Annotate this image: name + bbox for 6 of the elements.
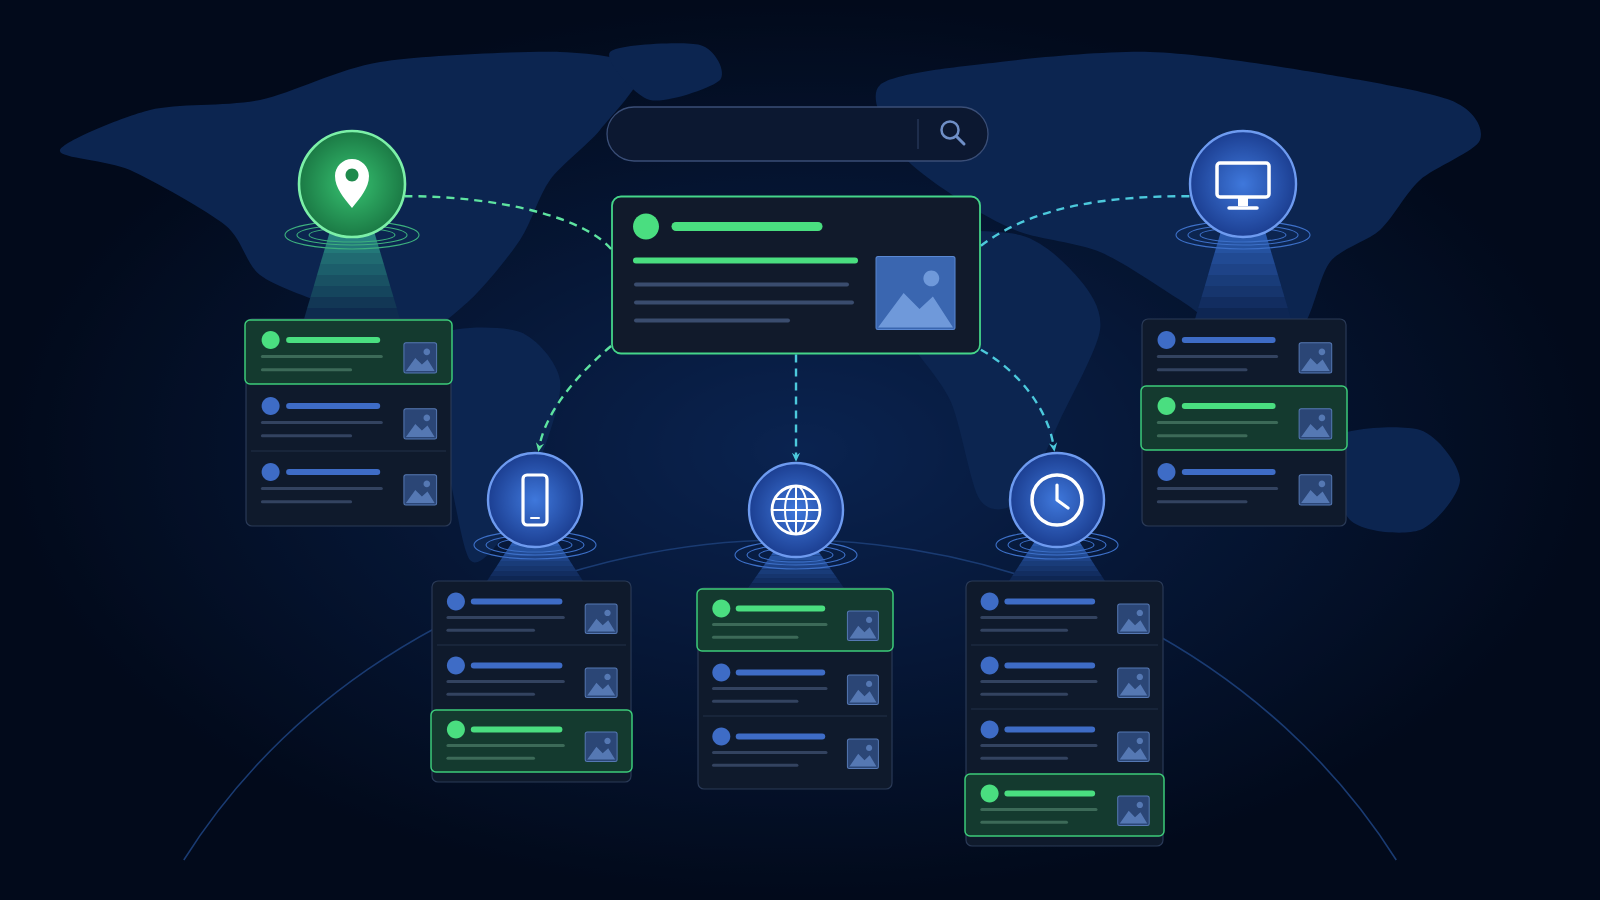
dashed-line <box>404 195 612 250</box>
round-badge <box>297 129 407 239</box>
round-badge <box>1008 451 1106 549</box>
round-badge <box>1188 129 1298 239</box>
round-badge <box>747 461 845 559</box>
dashed-line <box>980 195 1191 247</box>
